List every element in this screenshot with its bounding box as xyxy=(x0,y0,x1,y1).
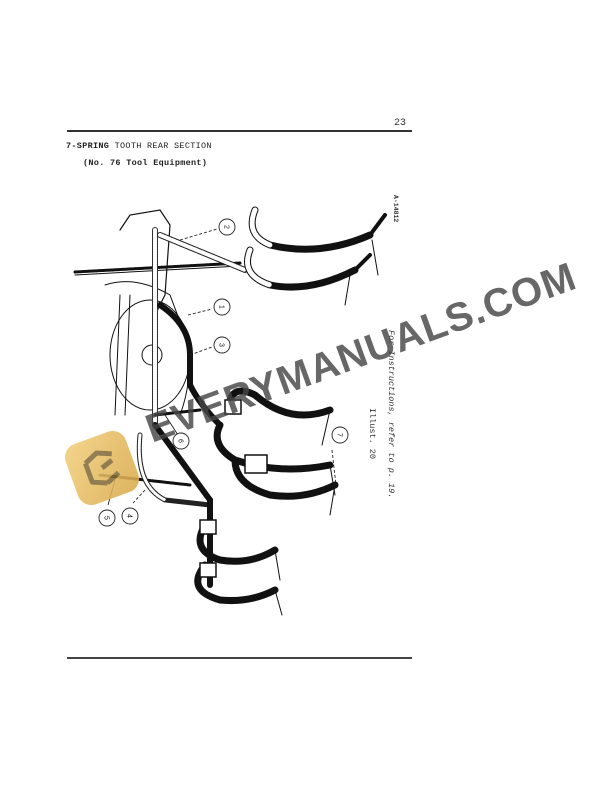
callout-1: 1 xyxy=(218,305,225,309)
reference-code: A-14812 xyxy=(392,195,399,223)
illustration-caption: Illust. 20 xyxy=(367,408,377,460)
callout-7: 7 xyxy=(336,433,343,437)
header-rule xyxy=(67,130,412,132)
callout-4: 4 xyxy=(126,514,133,518)
callout-5: 5 xyxy=(103,516,110,520)
callout-6: 6 xyxy=(177,439,184,443)
section-subtitle: (No. 76 Tool Equipment) xyxy=(83,158,208,168)
footer-rule xyxy=(67,657,412,659)
section-title-prefix: 7-SPRING xyxy=(66,141,110,151)
everymanuals-logo-icon xyxy=(83,450,121,486)
page-number: 23 xyxy=(394,118,407,129)
spring-tooth-illustration: 2 1 3 4 5 6 7 xyxy=(73,206,387,616)
section-title: 7-SPRING TOOTH REAR SECTION xyxy=(66,141,212,151)
callout-3: 3 xyxy=(218,343,225,347)
callout-2: 2 xyxy=(223,225,230,229)
watermark-logo xyxy=(60,426,144,510)
section-title-text: TOOTH REAR SECTION xyxy=(109,141,212,151)
